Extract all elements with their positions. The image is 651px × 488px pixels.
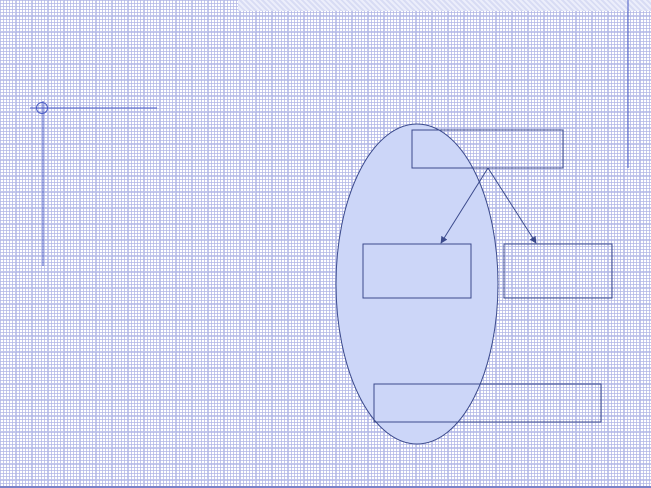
bottom-box	[373, 383, 602, 423]
top-decorative-band	[238, 0, 651, 11]
crosshair-icon	[36, 102, 48, 114]
highlight-ellipse	[335, 123, 499, 445]
arrow-top-to-right	[487, 167, 537, 244]
right-box	[503, 243, 613, 299]
bottom-border-line	[0, 486, 651, 488]
left-box	[362, 243, 472, 299]
arrow-top-to-left	[440, 167, 489, 244]
